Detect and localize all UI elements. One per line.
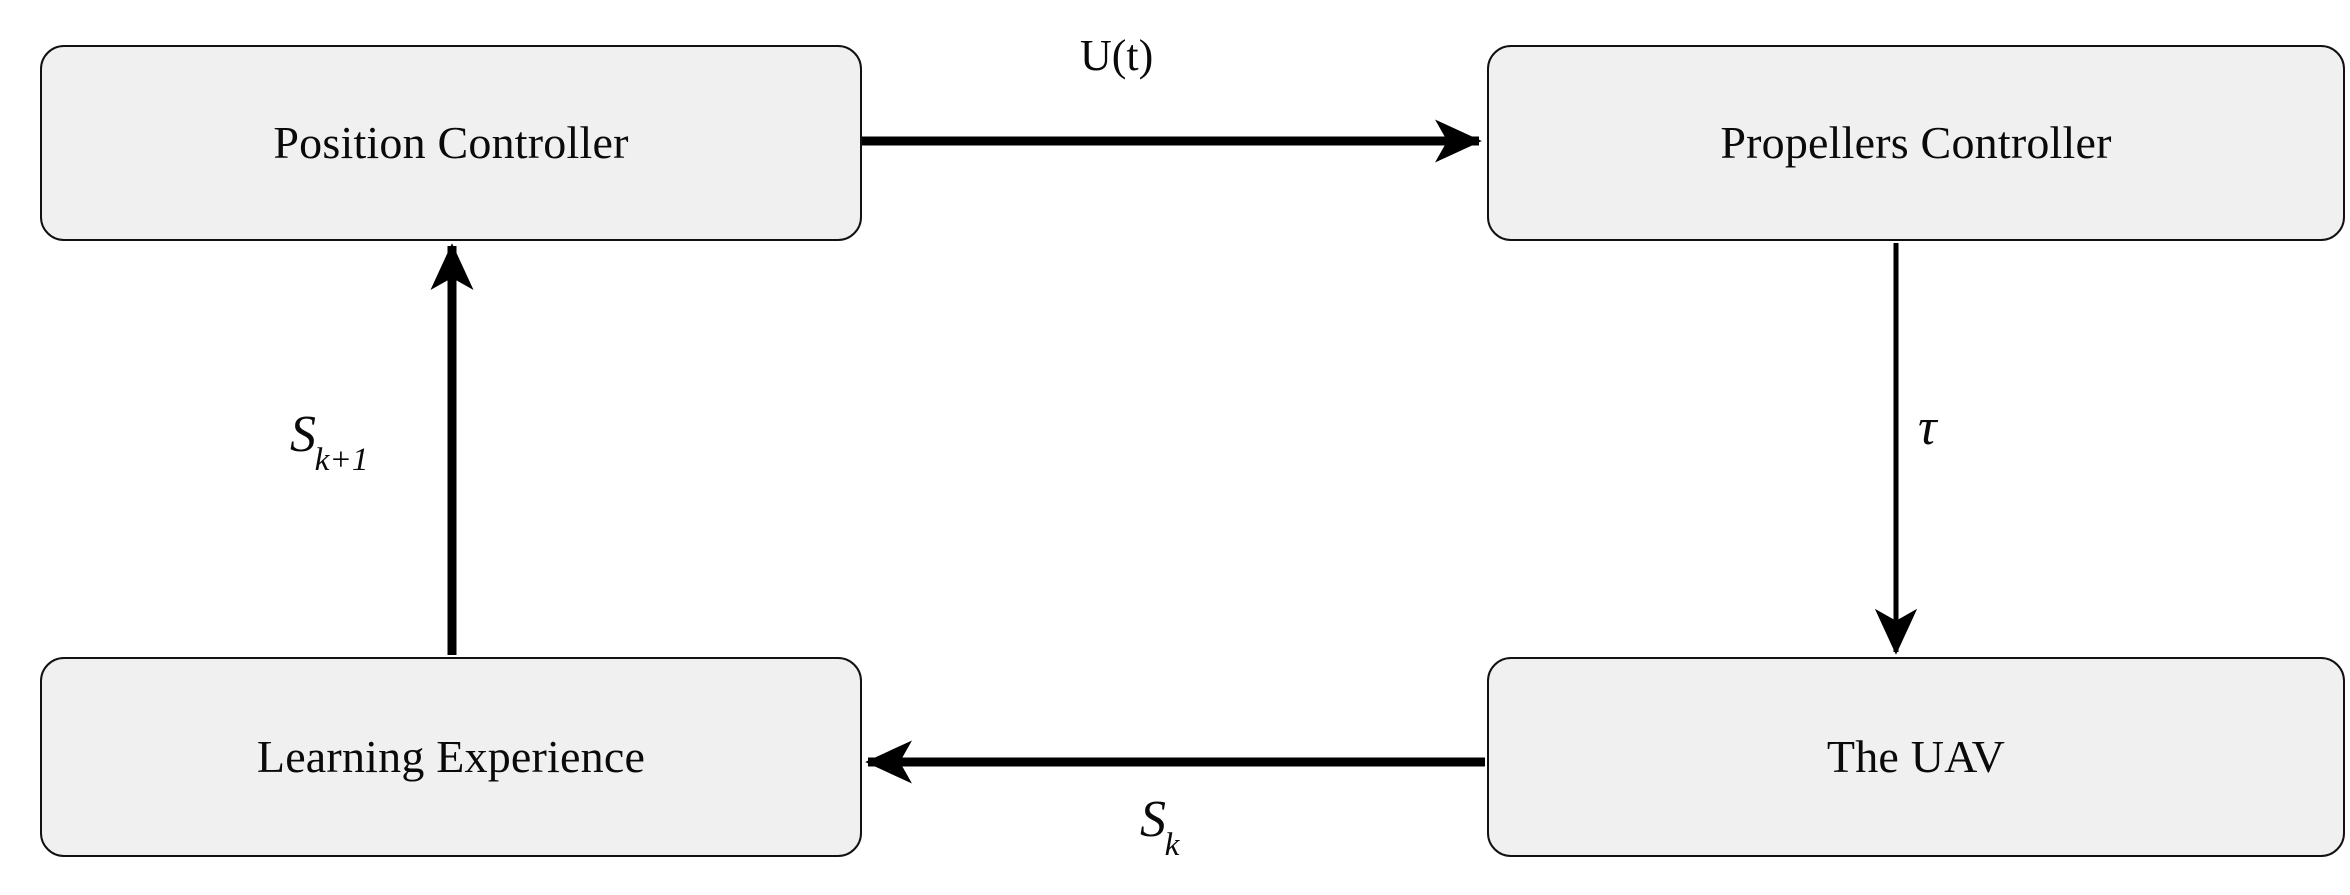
- edge-label-s-k-base: S: [1140, 791, 1166, 848]
- edge-label-s-k-plus-1: Sk+1: [290, 405, 370, 478]
- node-propellers-controller[interactable]: Propellers Controller: [1487, 45, 2345, 241]
- edge-label-tau: τ: [1918, 399, 1937, 456]
- node-label-learning-experience: Learning Experience: [256, 730, 646, 782]
- node-label-position-controller: Position Controller: [273, 116, 629, 168]
- edge-label-u-of-t: U(t): [1080, 31, 1154, 80]
- edge-label-s-k: Sk: [1140, 790, 1181, 863]
- node-position-controller[interactable]: Position Controller: [40, 45, 862, 241]
- edge-label-s-k-subscript: k: [1164, 825, 1180, 863]
- node-label-the-uav: The UAV: [1826, 730, 2006, 782]
- edge-label-s-k-plus-1-base: S: [290, 406, 316, 463]
- node-learning-experience[interactable]: Learning Experience: [40, 657, 862, 857]
- node-the-uav[interactable]: The UAV: [1487, 657, 2345, 857]
- node-label-propellers-controller: Propellers Controller: [1720, 116, 2112, 168]
- edge-label-s-k-plus-1-subscript: k+1: [314, 440, 369, 478]
